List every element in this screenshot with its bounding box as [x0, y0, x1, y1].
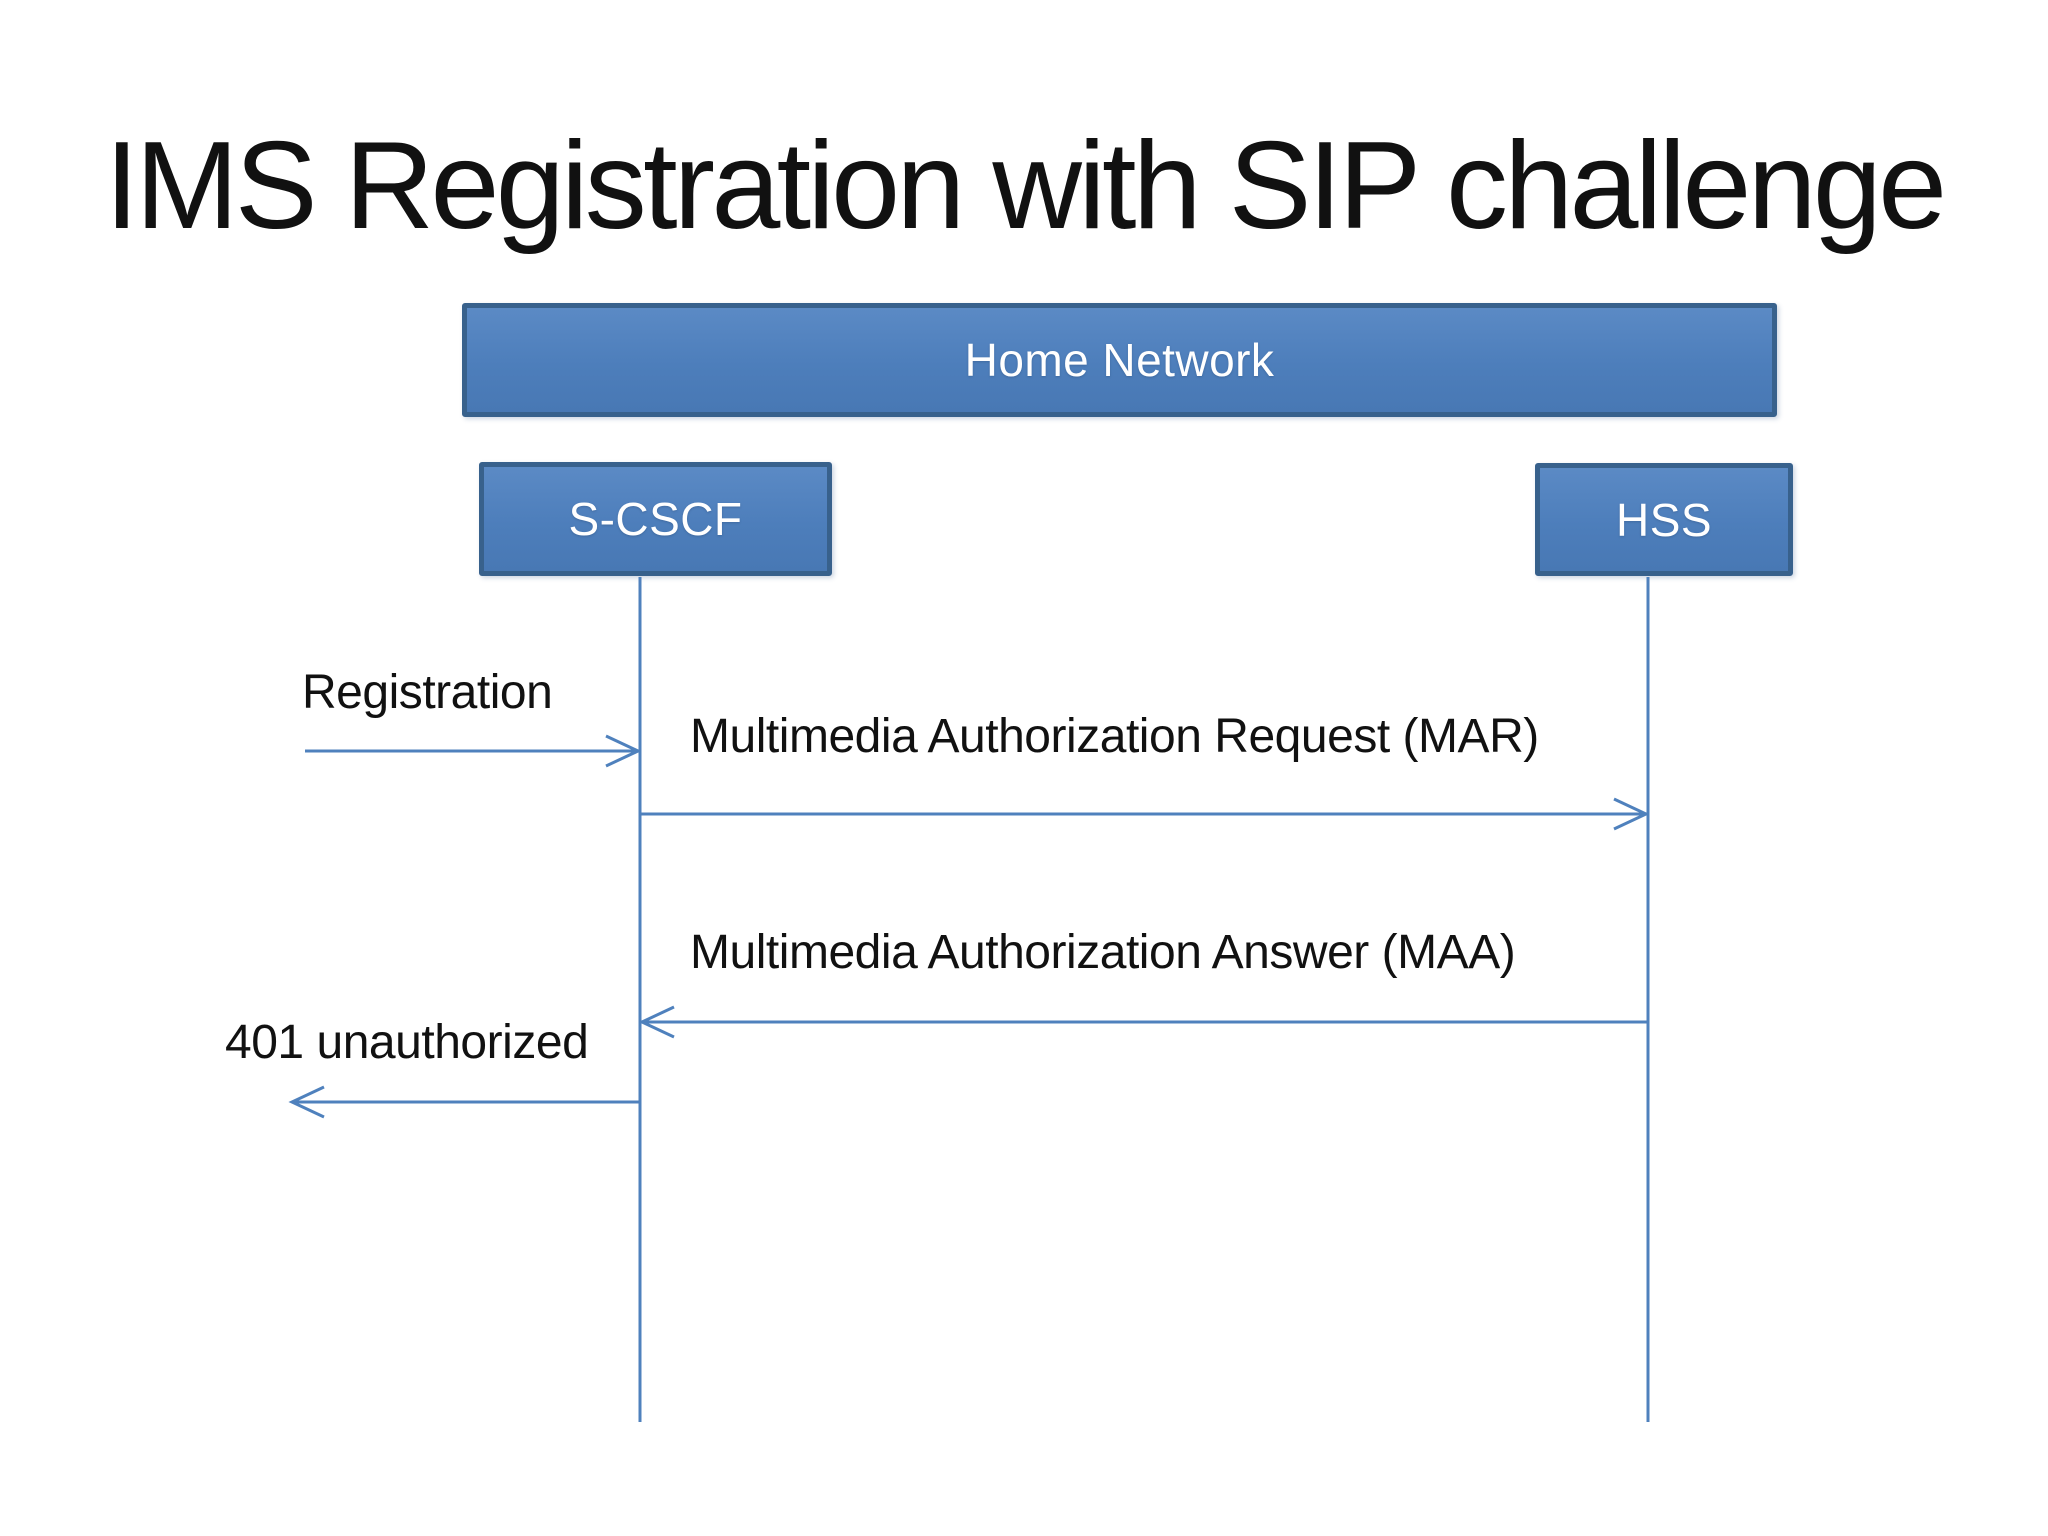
s-cscf-label: S-CSCF	[568, 493, 743, 545]
registration-label: Registration	[302, 666, 553, 719]
mar-label: Multimedia Authorization Request (MAR)	[690, 710, 1539, 763]
maa-arrowhead-icon	[638, 1005, 675, 1039]
hss-box: HSS	[1535, 463, 1793, 576]
unauthorized-label: 401 unauthorized	[225, 1016, 589, 1069]
slide-title: IMS Registration with SIP challenge	[104, 117, 1947, 255]
home-network-box: Home Network	[462, 303, 1777, 417]
hss-label: HSS	[1616, 493, 1712, 546]
maa-label: Multimedia Authorization Answer (MAA)	[690, 926, 1516, 979]
registration-arrowhead-icon	[605, 734, 642, 768]
unauthorized-arrowhead-icon	[288, 1085, 325, 1119]
s-cscf-box: S-CSCF	[479, 462, 832, 576]
mar-arrowhead-icon	[1613, 797, 1650, 831]
home-network-label: Home Network	[964, 334, 1275, 386]
